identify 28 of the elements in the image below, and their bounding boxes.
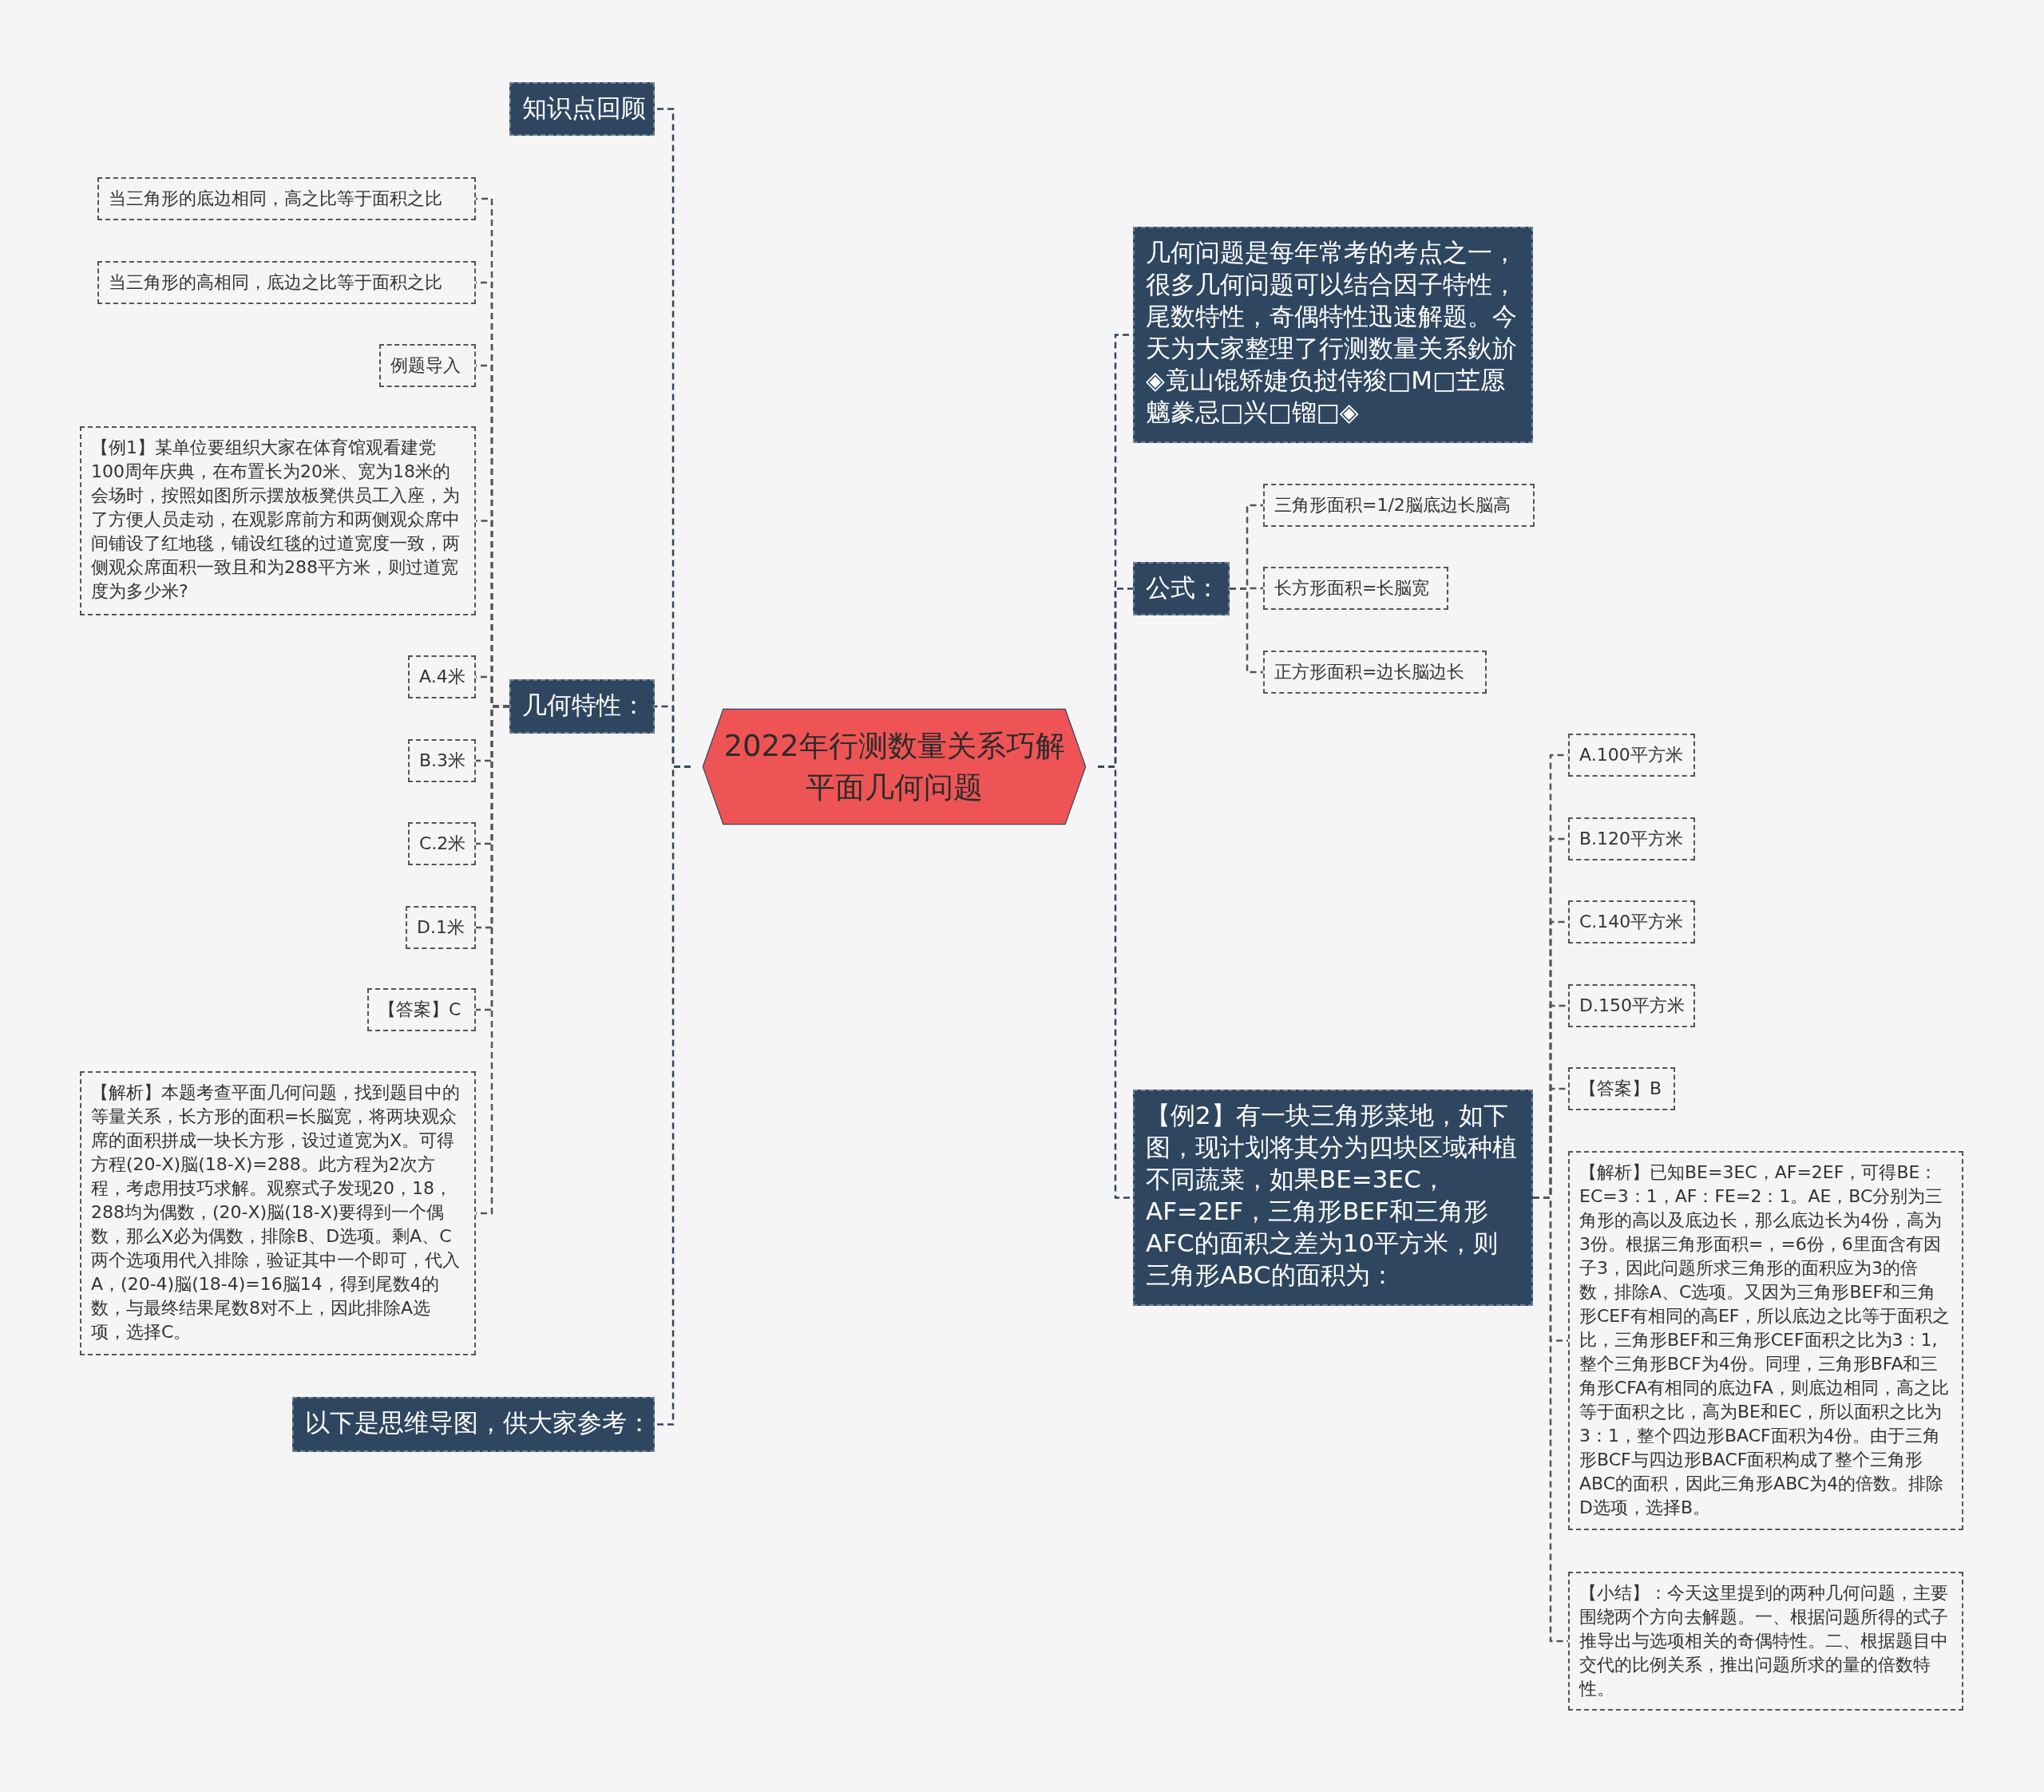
subtopic-box: A.4米 (408, 655, 476, 698)
subtopic-box: 当三角形的高相同，底边之比等于面积之比 (97, 261, 476, 304)
subtopic-box: 正方形面积=边长脳边长 (1263, 651, 1487, 694)
subtopic-box: B.3米 (408, 739, 476, 782)
subtopic-box: 【答案】B (1568, 1067, 1675, 1110)
subtopic-box: 例题导入 (379, 344, 476, 387)
subtopic-box: 三角形面积=1/2脳底边长脳高 (1263, 484, 1535, 527)
subtopic-box: C.140平方米 (1568, 900, 1695, 943)
topic-box: 几何特性： (509, 679, 655, 734)
subtopic-box: 【例1】某单位要组织大家在体育馆观看建党100周年庆典，在布置长为20米、宽为18米的会场时，按照如图所示摆放板凳供员工入座，为了方便人员走动，在观影席前方和两侧观众席中间铺设了红地毯，铺设红毯的过道宽度一致，两侧观众席面积一致且和为288平方米，则过道宽度为多少米? (80, 426, 476, 615)
subtopic-box: 【解析】本题考查平面几何问题，找到题目中的等量关系，长方形的面积=长脳宽，将两块观众席的面积拼成一块长方形，设过道宽为X。可得方程(20-X)脳(18-X)=288。此方程为2次方程，考虑用技巧求解。观察式子发现20，18，288均为偶数，(20-X)脳(18-X)要得到一个偶数，那么X必为偶数，排除B、D选项。剩A、C两个选项用代入排除，验证其中一个即可，代入A，(20-4)脳(18-4)=16脳14，得到尾数4的数，与最终结果尾数8对不上，因此排除A选项，选择C。 (80, 1071, 476, 1355)
subtopic-box: D.1米 (406, 906, 476, 949)
subtopic-box: A.100平方米 (1568, 734, 1695, 777)
topic-box: 几何问题是每年常考的考点之一，很多几何问题可以结合因子特性，尾数特性，奇偶特性迅速解题。今天为大家整理了行测数量关系鈥斺◈竟山馄矫婕负挝侍狻□M□芏愿魑豢忌□兴□镏□◈ (1133, 227, 1533, 443)
subtopic-box: 【小结】：今天这里提到的两种几何问题，主要围绕两个方向去解题。一、根据问题所得的式子推导出与选项相关的奇偶特性。二、根据题目中交代的比例关系，推出问题所求的量的倍数特性。 (1568, 1572, 1963, 1711)
subtopic-box: 【答案】C (367, 988, 476, 1031)
subtopic-box: C.2米 (408, 822, 476, 865)
subtopic-box: 【解析】已知BE=3EC，AF=2EF，可得BE：EC=3：1，AF：FE=2：1。AE，BC分别为三角形的高以及底边长，那么底边长为4份，高为3份。根据三角形面积=，=6份，6里面含有因子3，因此问题所求三角形的面积应为3的倍数，排除A、C选项。又因为三角形BEF和三角形CEF有相同的高EF，所以底边之比等于面积之比，三角形BEF和三角形CEF面积之比为3：1,整个三角形BCF为4份。同理，三角形BFA和三角形CFA有相同的底边FA，则底边相同，高之比等于面积之比，高为BE和EC，所以面积之比为3：1，整个四边形BACF面积为4份。由于三角形BCF与四边形BACF面积构成了整个三角形ABC的面积，因此三角形ABC为4的倍数。排除D选项，选择B。 (1568, 1151, 1963, 1530)
subtopic-box: 当三角形的底边相同，高之比等于面积之比 (97, 177, 476, 220)
topic-box: 【例2】有一块三角形菜地，如下图，现计划将其分为四块区域种植不同蔬菜，如果BE=3EC，AF=2EF，三角形BEF和三角形AFC的面积之差为10平方米，则三角形ABC的面积为： (1133, 1090, 1533, 1306)
subtopic-box: B.120平方米 (1568, 817, 1695, 860)
topic-box: 知识点回顾 (509, 82, 655, 136)
subtopic-box: D.150平方米 (1568, 984, 1695, 1027)
subtopic-box: 长方形面积=长脳宽 (1263, 567, 1448, 610)
topic-box: 以下是思维导图，供大家参考： (292, 1397, 655, 1452)
topic-box: 公式： (1133, 562, 1230, 615)
connector-line (1230, 587, 1263, 674)
connector-line (655, 765, 691, 1426)
